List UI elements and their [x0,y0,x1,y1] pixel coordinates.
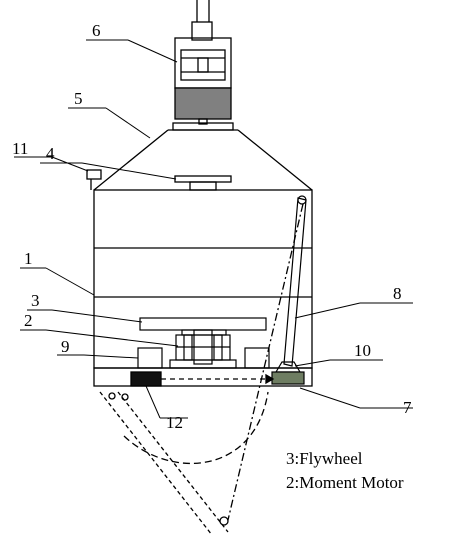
leg-pivot-right [121,393,129,401]
leg-foot-pivot [219,516,229,526]
rod-assembly [271,195,307,385]
label-3: 3 [31,291,40,310]
label-2: 2 [24,311,33,330]
legend-flywheel: 3:Flywheel [286,449,363,468]
leg-dashed-inner [117,391,229,533]
rod-pivot-top [297,195,307,205]
hinge-10-cap [274,361,302,373]
label-10: 10 [354,341,371,360]
leader-8 [294,302,361,319]
motor-shaft-housing [191,21,213,41]
flywheel-hub [181,329,227,336]
top-motor [172,0,234,131]
leader-12 [145,385,161,419]
leader-9 [83,354,139,359]
leader-2 [45,329,179,347]
top-plate [174,175,232,183]
label-9: 9 [61,337,70,356]
part-labels: 6 5 4 11 1 3 2 9 8 10 7 12 [12,21,412,432]
leader-3 [51,309,143,323]
motor-coupling [198,118,208,125]
cone-right-edge [237,129,313,191]
leader-lines [14,39,413,419]
motor-lower-body [174,87,232,120]
leader-10 [294,359,331,367]
rod-deployed-line [227,203,304,521]
top-plate-hub [189,181,217,191]
cone-left-edge [93,129,169,191]
label-6: 6 [92,21,101,40]
block-12 [130,371,162,387]
label-7: 7 [403,398,412,417]
deploy-arc [123,391,269,464]
leader-11 [51,156,89,172]
label-11: 11 [12,139,28,158]
base-plate [93,367,313,387]
leader-7 [299,387,361,409]
leader-4 [81,162,177,180]
label-12: 12 [166,413,183,432]
sensor-box [86,169,102,180]
leg-pivot-left [108,392,116,400]
block-9 [137,347,163,369]
leader-6 [127,39,178,63]
leader-5 [105,107,151,139]
leader-1 [45,267,95,296]
label-1: 1 [24,249,33,268]
legend-moment-motor: 2:Moment Motor [286,473,404,492]
rod-8 [283,197,307,367]
legend: 3:Flywheel 2:Moment Motor [286,449,404,492]
label-4: 4 [46,144,55,163]
leg-dashed-outer [99,391,213,536]
side-blocks [137,347,270,369]
label-5: 5 [74,89,83,108]
body-outline [93,189,313,369]
hinge-10-block [271,371,305,385]
base-plate-outline [93,367,313,387]
deployed-leg [99,203,304,536]
label-8: 8 [393,284,402,303]
flywheel-assembly [139,317,267,369]
main-body [86,169,313,369]
motor-inner-frame [180,49,226,81]
cone-top [93,129,313,191]
motor-core [197,57,209,73]
track-arrow [265,373,275,385]
flywheel [139,317,267,331]
